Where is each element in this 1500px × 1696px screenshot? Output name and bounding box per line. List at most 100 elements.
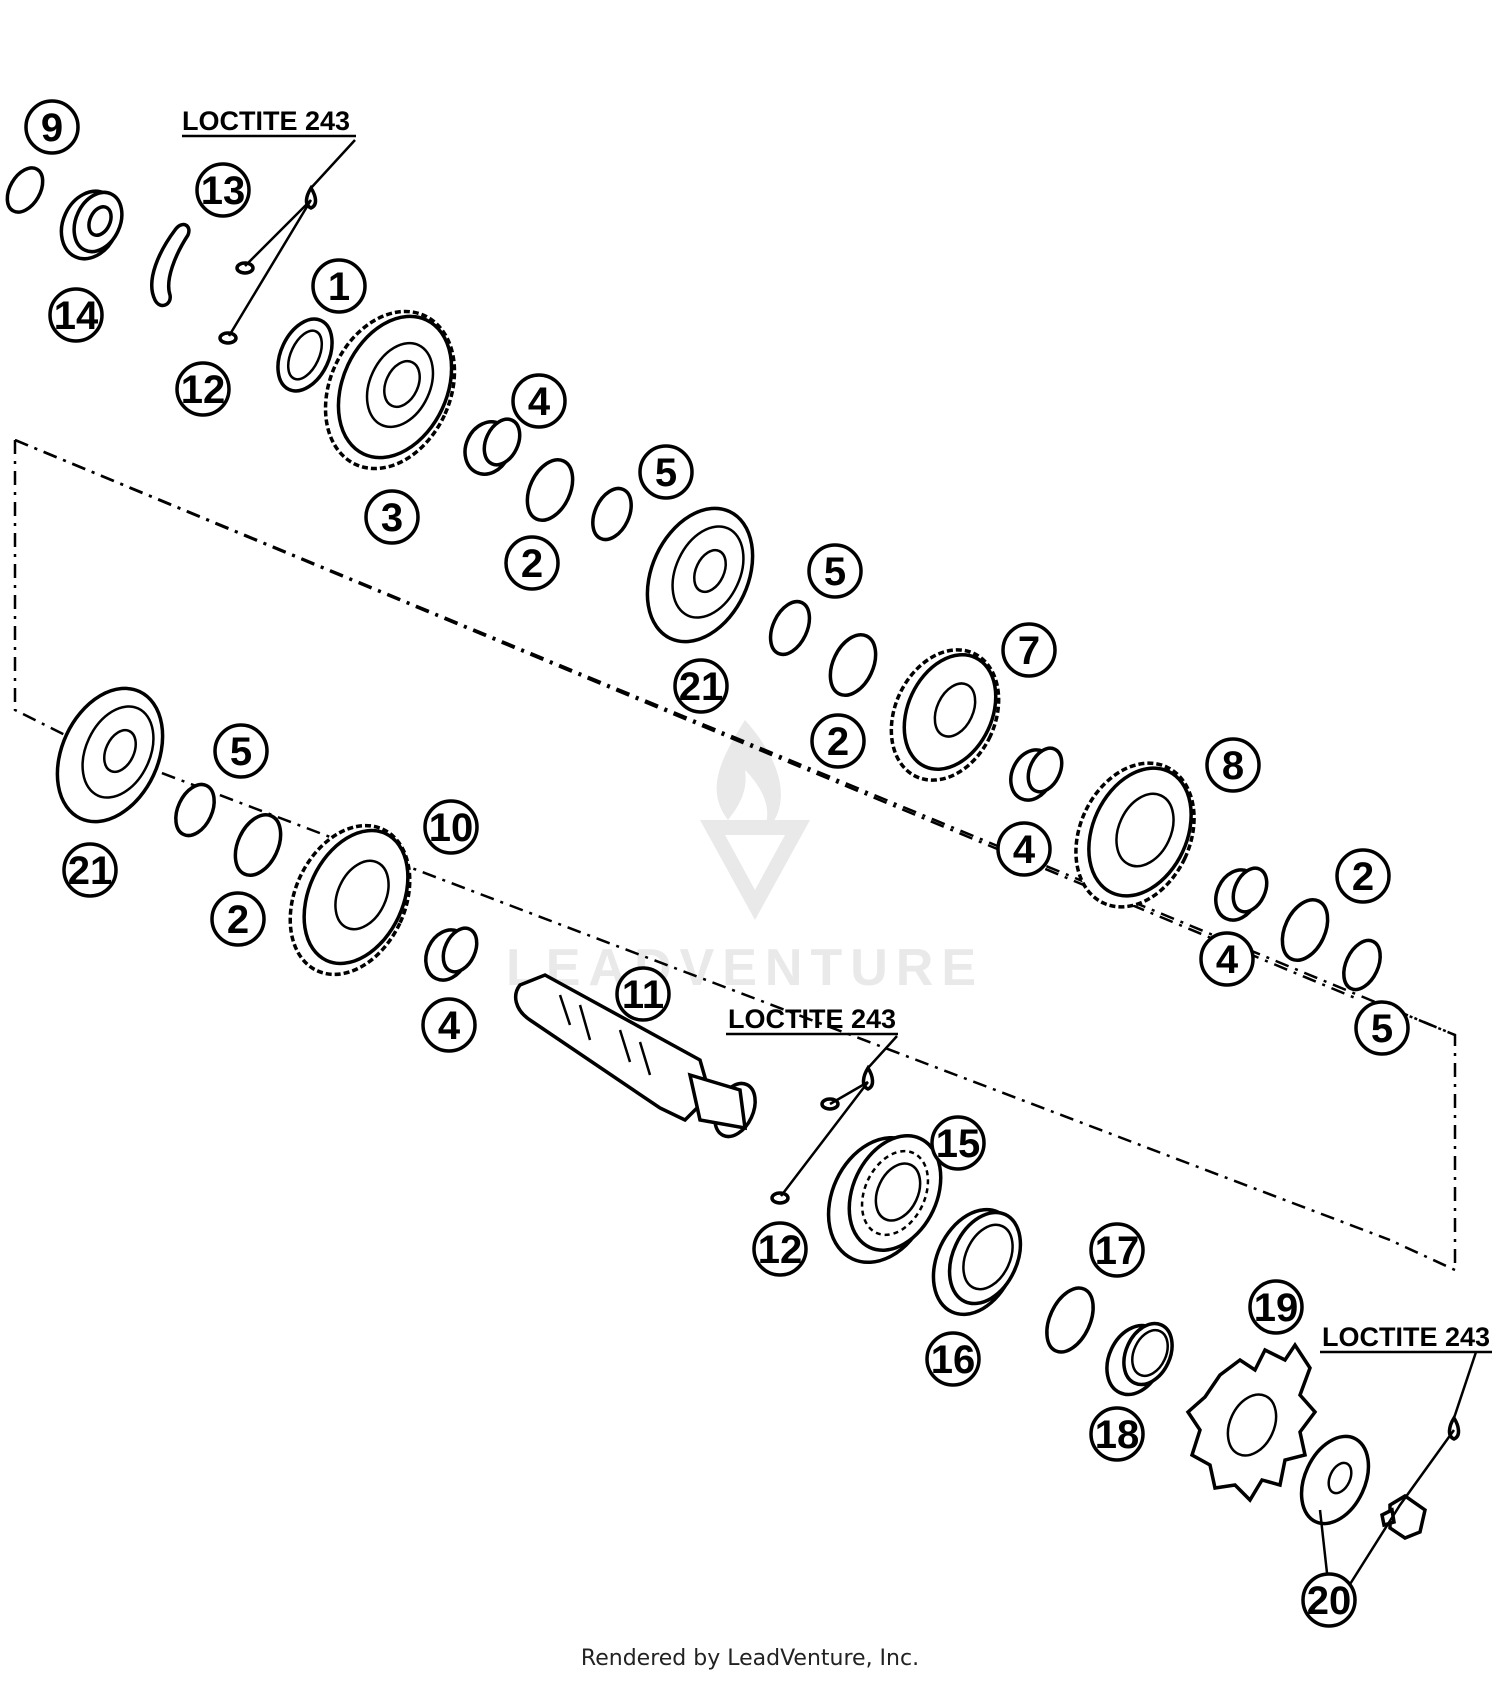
- callout-circle: [1089, 1406, 1145, 1462]
- callout-11: 11: [615, 966, 671, 1022]
- callout-number: 8: [1222, 744, 1244, 788]
- needle-bushing-part: [424, 926, 479, 982]
- callout-circle: [673, 658, 729, 714]
- callout-14: 14: [48, 287, 104, 343]
- gear-part-7: [889, 648, 1001, 782]
- washer-part: [1280, 898, 1330, 962]
- callout-12: 12: [175, 361, 231, 417]
- leader-lines: [227, 139, 1478, 1601]
- callout-circle: [638, 444, 694, 500]
- footer-credit: Rendered by LeadVenture, Inc.: [580, 1646, 920, 1671]
- thrust-washer-part: [276, 317, 334, 393]
- shift-wheel-part: [645, 506, 755, 644]
- callout-circle: [195, 162, 251, 218]
- callout-number: 10: [429, 806, 474, 850]
- ball-bearing-part: [826, 1134, 943, 1265]
- needle-bearing-part: [59, 189, 124, 261]
- callout-4: 4: [1199, 931, 1255, 987]
- washer-part: [233, 813, 283, 877]
- callout-circle: [615, 966, 671, 1022]
- callout-20: 20: [1301, 1572, 1357, 1628]
- callout-5: 5: [213, 723, 269, 779]
- loctite-note-label: LOCTITE 243: [1322, 1322, 1490, 1352]
- callout-circle: [364, 489, 420, 545]
- callout-4: 4: [421, 997, 477, 1053]
- callout-number: 2: [227, 898, 249, 942]
- needle-bushing-part: [1009, 746, 1064, 802]
- callout-3: 3: [364, 489, 420, 545]
- callout-circle: [213, 723, 269, 779]
- countershaft-part: [513, 973, 757, 1139]
- callout-number: 4: [438, 1004, 461, 1048]
- callout-number: 19: [1254, 1286, 1299, 1330]
- circlip-part: [591, 486, 633, 542]
- callout-circle: [925, 1331, 981, 1387]
- callout-number: 4: [1216, 938, 1239, 982]
- callout-circle: [421, 997, 477, 1053]
- callout-circle: [810, 713, 866, 769]
- watermark-logo: LEADVENTURE: [506, 720, 976, 997]
- callout-number: 16: [931, 1338, 976, 1382]
- callout-8: 8: [1205, 737, 1261, 793]
- callout-number: 5: [1371, 1007, 1393, 1051]
- callout-number: 1: [328, 265, 350, 309]
- callout-number: 5: [824, 550, 846, 594]
- callout-10: 10: [423, 799, 479, 855]
- callout-16: 16: [925, 1331, 981, 1387]
- assembly-outline: [13, 438, 1457, 1272]
- callout-18: 18: [1089, 1406, 1145, 1462]
- gear-part-10: [288, 823, 412, 977]
- callout-circle: [62, 842, 118, 898]
- washer-part: [828, 633, 878, 697]
- washer-part: [525, 458, 575, 522]
- callout-number: 5: [655, 451, 677, 495]
- callout-circle: [752, 1221, 808, 1277]
- spacer-bushing-part: [1105, 1321, 1174, 1397]
- sprocket-part: [1185, 1341, 1318, 1503]
- callout-circle: [24, 99, 80, 155]
- callout-2: 2: [1335, 848, 1391, 904]
- gear-part-3: [323, 309, 457, 471]
- circlip-part: [174, 782, 216, 838]
- callout-circle: [930, 1115, 986, 1171]
- callout-circle: [1089, 1222, 1145, 1278]
- callout-17: 17: [1089, 1222, 1145, 1278]
- o-ring-part: [1045, 1286, 1095, 1354]
- callout-circle: [807, 543, 863, 599]
- callout-2: 2: [210, 891, 266, 947]
- callout-21: 21: [673, 658, 729, 714]
- circlip-part: [768, 599, 812, 657]
- circlip-part: [5, 166, 45, 214]
- screw-part: [770, 1097, 840, 1205]
- callout-number: 12: [758, 1228, 803, 1272]
- callout-number: 2: [827, 720, 849, 764]
- callout-number: 11: [622, 973, 664, 1017]
- callout-number: 3: [381, 496, 403, 540]
- callout-number: 17: [1095, 1229, 1140, 1273]
- callout-circle: [311, 258, 367, 314]
- callout-number: 15: [936, 1122, 981, 1166]
- callout-number: 4: [1013, 828, 1036, 872]
- callout-19: 19: [1248, 1279, 1304, 1335]
- callout-number: 9: [41, 106, 63, 150]
- gear-part-8: [1074, 761, 1196, 909]
- shaft-axis-line: [14, 438, 1456, 1037]
- callout-1: 1: [311, 258, 367, 314]
- screw-part: [218, 261, 255, 345]
- callout-circle: [511, 373, 567, 429]
- callout-13: 13: [195, 162, 251, 218]
- callout-circle: [1301, 1572, 1357, 1628]
- loctite-note-label: LOCTITE 243: [728, 1004, 896, 1034]
- callout-4: 4: [996, 821, 1052, 877]
- callout-circle: [210, 891, 266, 947]
- callout-7: 7: [1001, 622, 1057, 678]
- callout-5: 5: [807, 543, 863, 599]
- callout-number: 18: [1095, 1413, 1140, 1457]
- callout-number: 21: [68, 849, 113, 893]
- shaft-seal-part: [931, 1207, 1023, 1317]
- loctite-note: LOCTITE 243: [726, 1004, 898, 1036]
- callout-15: 15: [930, 1115, 986, 1171]
- callout-circle: [1199, 931, 1255, 987]
